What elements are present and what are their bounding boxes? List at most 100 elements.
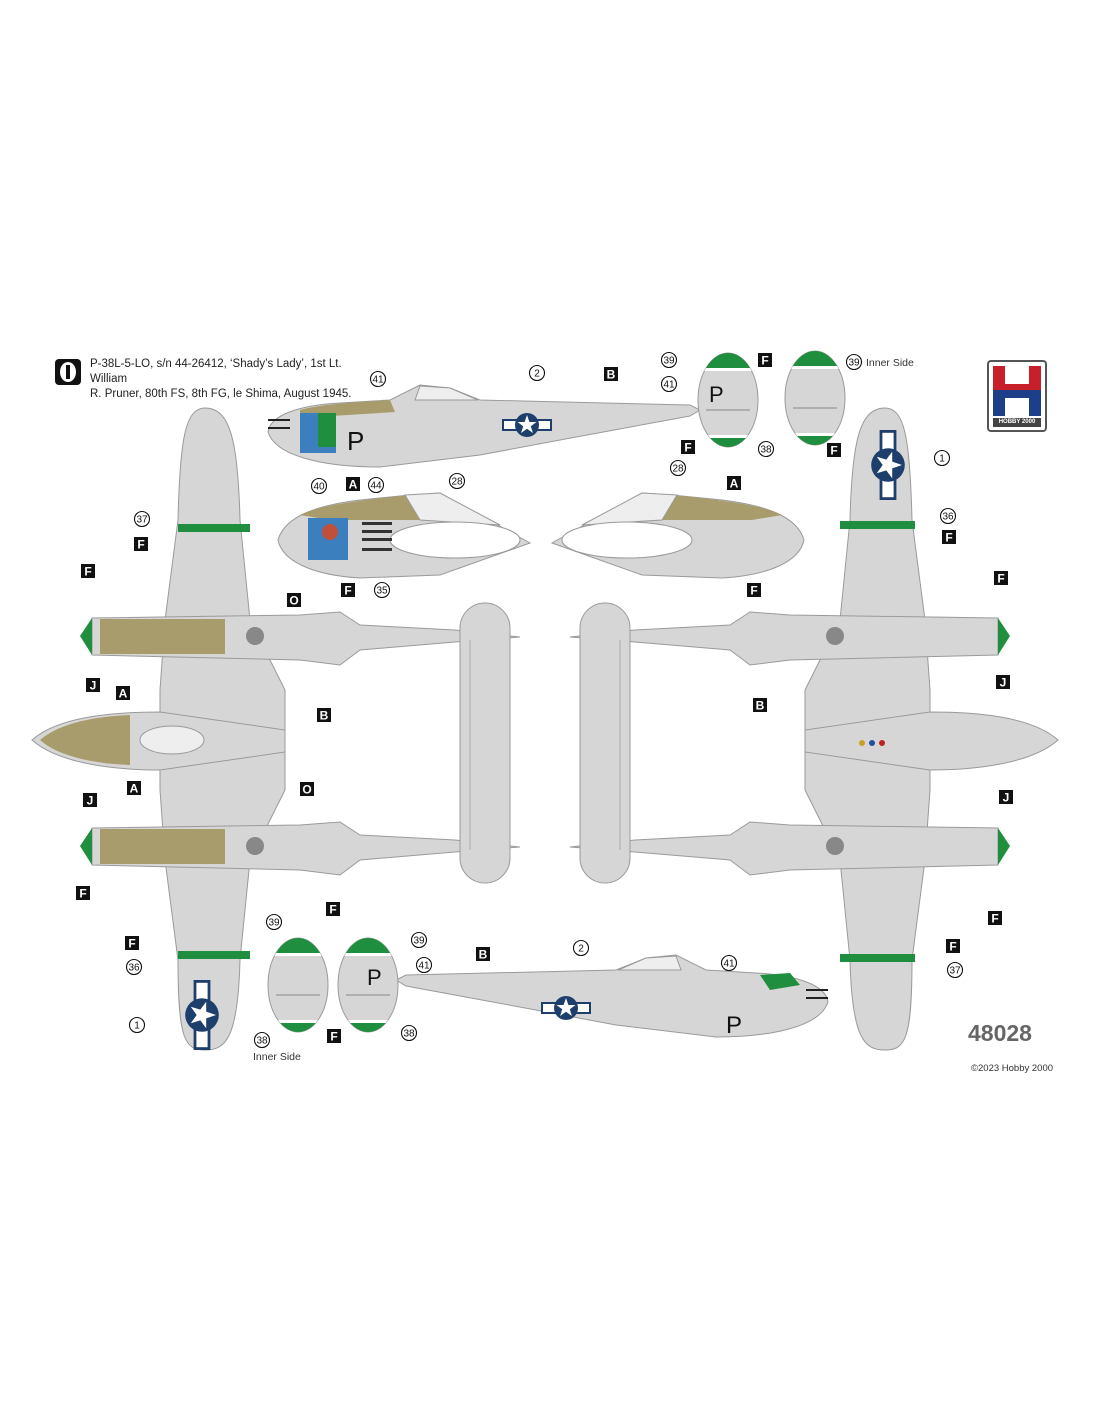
decal-number-callout: 39 (660, 351, 678, 369)
decal-number-callout: 1 (128, 1016, 146, 1034)
paint-letter-callout: B (604, 367, 618, 382)
copyright: ©2023 Hobby 2000 (971, 1063, 1054, 1074)
paint-letter-callout: F (827, 443, 841, 458)
decal-number-callout: 40 (310, 477, 328, 495)
callout-label: 39 (268, 918, 280, 929)
callout-label: 37 (136, 515, 148, 526)
paint-letter-callout: B (317, 708, 331, 723)
callout-label: F (750, 584, 757, 598)
paint-letter-callout: F (747, 583, 761, 598)
nose-view-left (277, 492, 531, 579)
tail-code-letter: P (367, 965, 382, 990)
callout-label: 36 (128, 963, 140, 974)
decal-number-callout: 36 (125, 958, 143, 976)
decal-number-callout: 41 (660, 375, 678, 393)
nose-view-right (551, 492, 805, 579)
callout-label: 41 (723, 959, 735, 970)
paint-letter-callout: J (996, 675, 1010, 690)
paint-letter-callout: F (81, 564, 95, 579)
callout-label: 41 (663, 380, 675, 391)
inner-side-label: Inner Side (866, 357, 914, 369)
paint-letter-callout: F (341, 583, 355, 598)
callout-label: 37 (949, 966, 961, 977)
callout-label: F (830, 444, 837, 458)
profile-number-glyph (60, 362, 76, 382)
callout-label: 44 (370, 481, 382, 492)
inner-side-label: Inner Side (253, 1051, 301, 1063)
callout-label: 38 (403, 1029, 415, 1040)
callout-label: J (1000, 676, 1007, 690)
decal-number-callout: 37 (133, 510, 151, 528)
callout-label: F (330, 1030, 337, 1044)
paint-letter-callout: F (946, 939, 960, 954)
decal-number-callout: 38 (757, 440, 775, 458)
callout-label: F (945, 531, 952, 545)
caption-line-2: R. Pruner, 80th FS, 8th FG, le Shima, Au… (90, 388, 352, 400)
callout-label: 38 (760, 445, 772, 456)
callout-label: 39 (413, 936, 425, 947)
callout-label: B (607, 368, 616, 382)
callout-label: F (761, 354, 768, 368)
callout-label: 38 (256, 1036, 268, 1047)
callout-label: A (130, 782, 139, 796)
decal-number-callout: 28 (448, 472, 466, 490)
callout-label: J (87, 794, 94, 808)
decal-number-callout: 36 (939, 507, 957, 525)
callout-label: B (479, 948, 488, 962)
callout-label: 35 (376, 586, 388, 597)
paint-letter-callout: F (942, 530, 956, 545)
paint-letter-callout: F (326, 902, 340, 917)
decal-number-callout: 39 (410, 931, 428, 949)
paint-letter-callout: A (127, 781, 141, 796)
callout-label: F (137, 538, 144, 552)
callout-label: F (991, 912, 998, 926)
paint-letter-callout: O (300, 782, 314, 797)
paint-letter-callout: F (988, 911, 1002, 926)
callout-label: 28 (672, 464, 684, 475)
decal-number-callout: 39 (845, 353, 863, 371)
callout-label: A (119, 687, 128, 701)
callout-label: J (90, 679, 97, 693)
callout-label: B (320, 709, 329, 723)
paint-letter-callout: F (76, 886, 90, 901)
callout-label: F (997, 572, 1004, 586)
paint-letter-callout: A (727, 476, 741, 491)
code-letter: P (726, 1012, 742, 1039)
paint-letter-callout: J (999, 790, 1013, 805)
side-view-right: P P (268, 938, 829, 1039)
callout-label: O (302, 783, 311, 797)
callout-label: F (329, 903, 336, 917)
callout-label: J (1003, 791, 1010, 805)
decal-number-callout: 39 (265, 913, 283, 931)
paint-letter-callout: F (994, 571, 1008, 586)
paint-letter-callout: F (327, 1029, 341, 1044)
paint-letter-callout: J (86, 678, 100, 693)
callout-label: A (730, 477, 739, 491)
plan-view-top (31, 407, 521, 1051)
caption-line-1: P-38L-5-LO, s/n 44-26412, ‘Shady’s Lady’… (90, 358, 342, 385)
paint-letter-callout: O (287, 593, 301, 608)
decal-number-callout: 41 (369, 370, 387, 388)
decal-number-callout: 44 (367, 476, 385, 494)
callout-label: F (344, 584, 351, 598)
decal-number-callout: 2 (528, 364, 546, 382)
callout-label: 2 (534, 369, 540, 380)
paint-letter-callout: J (83, 793, 97, 808)
plan-view-bottom (569, 407, 1059, 1051)
callout-label: F (949, 940, 956, 954)
paint-letter-callout: A (346, 477, 360, 492)
callout-label: 1 (939, 454, 945, 465)
decal-number-callout: 41 (415, 956, 433, 974)
decal-number-callout: 38 (253, 1031, 271, 1049)
callout-label: 39 (663, 356, 675, 367)
paint-letter-callout: F (125, 936, 139, 951)
decal-number-callout: 38 (400, 1024, 418, 1042)
paint-letter-callout: B (753, 698, 767, 713)
callout-label: B (756, 699, 765, 713)
decal-number-callout: 35 (373, 581, 391, 599)
decal-number-callout: 37 (946, 961, 964, 979)
callout-label: 1 (134, 1021, 140, 1032)
paint-letter-callout: F (681, 440, 695, 455)
decal-number-callout: 1 (933, 449, 951, 467)
